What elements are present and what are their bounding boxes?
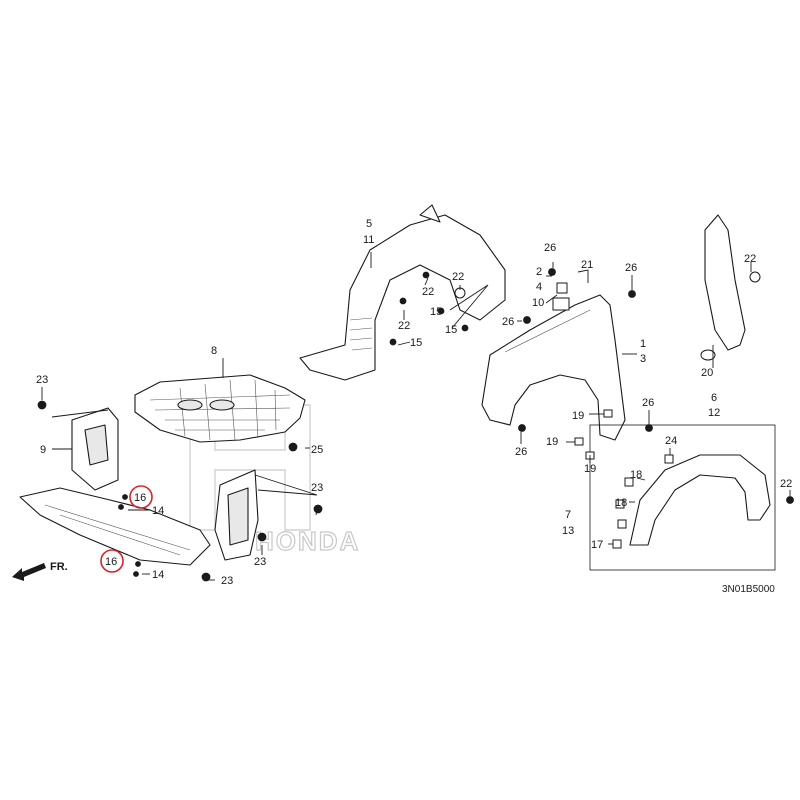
label-2: 2 bbox=[536, 266, 542, 278]
label-10: 10 bbox=[532, 297, 544, 309]
label-20: 20 bbox=[701, 367, 713, 379]
label-26: 26 bbox=[544, 242, 556, 254]
part-right-splash-cover[interactable] bbox=[214, 469, 259, 561]
label-22: 22 bbox=[398, 320, 410, 332]
part-7-arch-molding[interactable] bbox=[629, 454, 771, 546]
label-23: 23 bbox=[311, 482, 323, 494]
label-11: 11 bbox=[363, 234, 374, 246]
diagram-code: 3N01B5000 bbox=[722, 584, 775, 595]
label-5: 5 bbox=[366, 218, 372, 230]
label-22: 22 bbox=[744, 253, 756, 265]
label-21: 21 bbox=[581, 259, 593, 271]
part-9-side-cover[interactable] bbox=[71, 407, 119, 491]
label-9: 9 bbox=[40, 444, 46, 456]
label-22: 22 bbox=[780, 478, 792, 490]
label-1: 1 bbox=[640, 338, 646, 350]
label-16: 16 bbox=[105, 556, 117, 568]
label-17: 17 bbox=[591, 539, 603, 551]
honda-watermark: HONDA bbox=[189, 404, 360, 557]
label-15: 15 bbox=[445, 324, 457, 336]
leader-lines bbox=[41, 252, 791, 581]
label-4: 4 bbox=[536, 281, 542, 293]
label-14: 14 bbox=[152, 569, 164, 581]
fastener-clips bbox=[37, 268, 794, 582]
label-16: 16 bbox=[134, 492, 146, 504]
washer-icon bbox=[700, 349, 716, 361]
label-23: 23 bbox=[221, 575, 233, 587]
label-7: 7 bbox=[565, 509, 571, 521]
part-number-labels: 26 2 21 26 4 10 26 1 3 19 19 19 26 26 5 … bbox=[36, 218, 792, 587]
arrow-icon bbox=[12, 563, 46, 581]
label-26: 26 bbox=[625, 262, 637, 274]
part-6-fender-bracket[interactable] bbox=[700, 214, 746, 361]
label-15: 15 bbox=[430, 306, 442, 318]
lower-splash-shield[interactable] bbox=[19, 487, 211, 566]
part-8-under-cover[interactable] bbox=[134, 374, 306, 443]
label-26: 26 bbox=[642, 397, 654, 409]
label-13: 13 bbox=[562, 525, 574, 537]
direction-label: FR. bbox=[50, 561, 68, 573]
front-direction-arrow: FR. bbox=[12, 561, 68, 581]
label-22: 22 bbox=[422, 286, 434, 298]
label-23: 23 bbox=[36, 374, 48, 386]
label-19: 19 bbox=[546, 436, 558, 448]
label-3: 3 bbox=[640, 353, 646, 365]
highlight-part-16 bbox=[100, 485, 153, 573]
label-15: 15 bbox=[410, 337, 422, 349]
part-5-fender-liner[interactable] bbox=[299, 204, 506, 381]
watermark-text: HONDA bbox=[255, 526, 360, 556]
label-24: 24 bbox=[665, 435, 677, 447]
label-25: 25 bbox=[311, 444, 323, 456]
label-26: 26 bbox=[515, 446, 527, 458]
label-19: 19 bbox=[584, 463, 596, 475]
label-22: 22 bbox=[452, 271, 464, 283]
label-18: 18 bbox=[615, 497, 627, 509]
label-12: 12 bbox=[708, 407, 720, 419]
label-26: 26 bbox=[502, 316, 514, 328]
molding-callout-box bbox=[589, 424, 776, 571]
label-19: 19 bbox=[572, 410, 584, 422]
label-18: 18 bbox=[630, 469, 642, 481]
part-1-front-fender[interactable] bbox=[481, 294, 626, 441]
label-23: 23 bbox=[254, 556, 266, 568]
label-8: 8 bbox=[211, 345, 217, 357]
label-14: 14 bbox=[152, 505, 164, 517]
label-6: 6 bbox=[711, 392, 717, 404]
